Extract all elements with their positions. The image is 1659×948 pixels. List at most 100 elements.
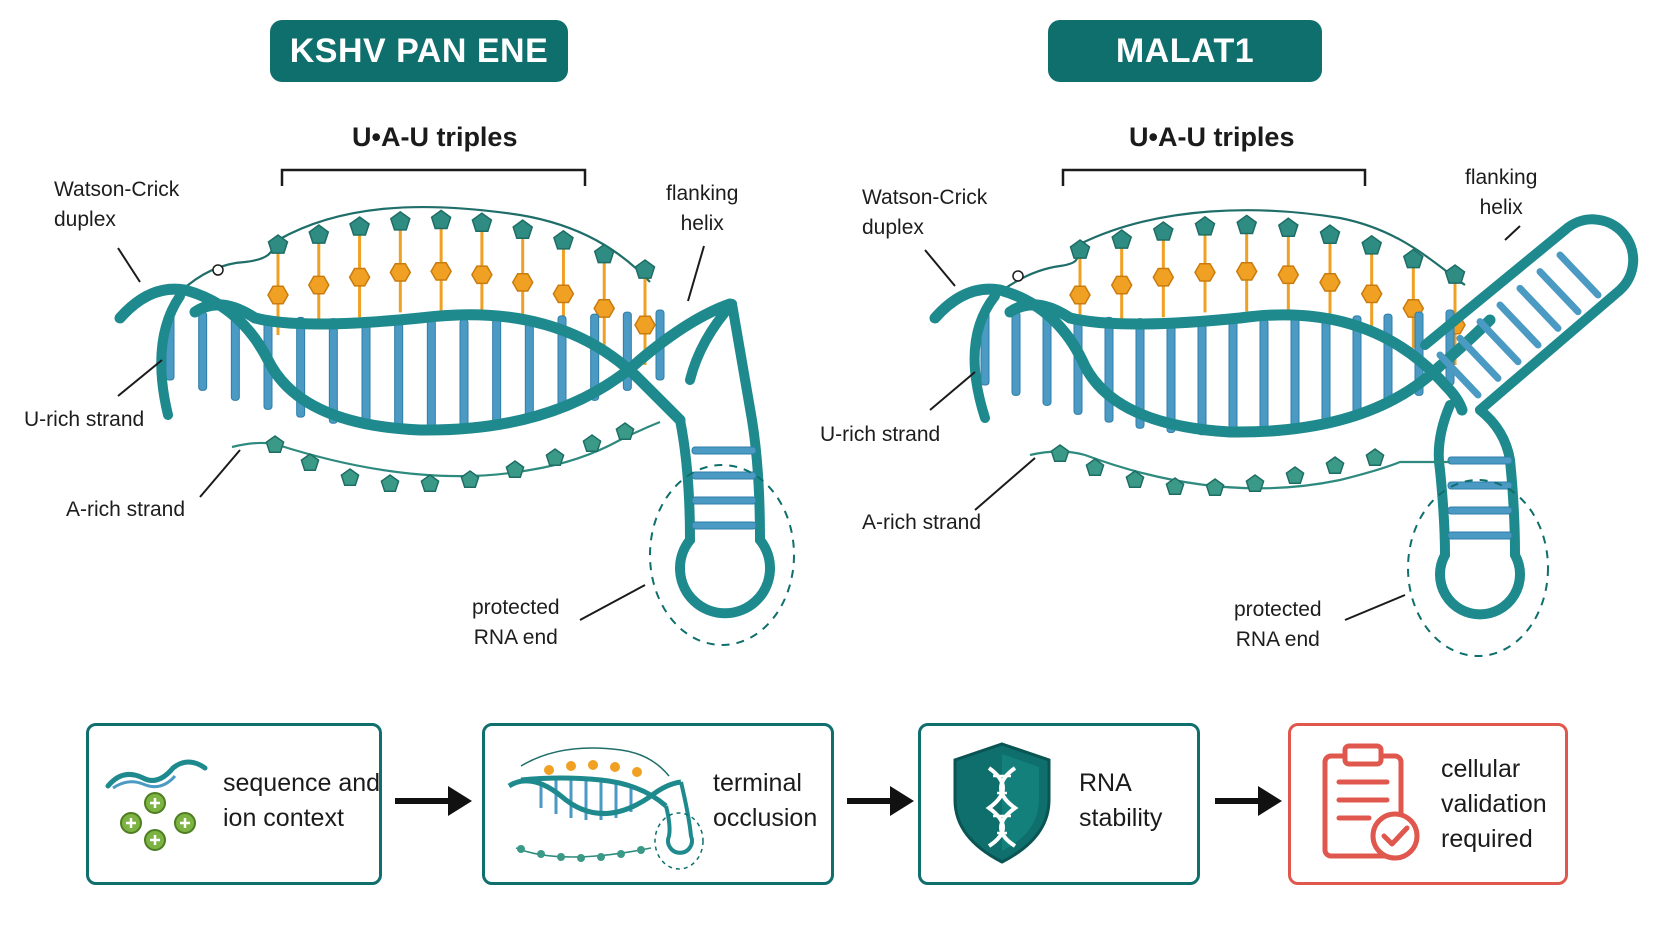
triple-base xyxy=(267,285,289,305)
nucleotide-bead xyxy=(615,422,635,441)
nucleotide-bead xyxy=(512,219,534,239)
panel-title-kshv: KSHV PAN ENE xyxy=(270,20,568,82)
nucleotide-bead xyxy=(1194,215,1216,236)
flow-arrow xyxy=(1215,786,1282,816)
triple-base xyxy=(1235,261,1258,281)
flow-arrow xyxy=(847,786,914,816)
u-rich-backbone xyxy=(929,283,1496,438)
nucleotide-bead xyxy=(593,243,615,264)
triple-base xyxy=(307,275,330,295)
a-rich-label: A-rich strand xyxy=(862,511,982,534)
triple-helix-icon xyxy=(507,747,704,870)
u-rich-label: U-rich strand xyxy=(24,408,145,431)
triple-base xyxy=(1069,285,1091,305)
hoogsteen-strand xyxy=(999,209,1466,293)
nucleotide-bead xyxy=(265,435,285,454)
stem-loop xyxy=(1433,400,1525,620)
triple-base xyxy=(1360,284,1383,304)
nucleotide-bead xyxy=(460,470,480,489)
clipboard-check-icon xyxy=(1322,743,1420,861)
nucleotide-bead xyxy=(553,229,574,250)
nucleotide-bead xyxy=(380,474,400,493)
dna-shield-icon xyxy=(953,742,1051,864)
panel-title-malat1: MALAT1 xyxy=(1048,20,1322,82)
nucleotide-bead xyxy=(308,224,330,244)
nucleotide-bead xyxy=(505,460,525,479)
nucleotide-bead xyxy=(1325,456,1345,475)
nucleotide-bead xyxy=(1402,248,1424,269)
nucleotide-bead xyxy=(1152,221,1174,241)
stem-loop xyxy=(675,299,775,619)
nucleotide-bead xyxy=(1111,229,1133,249)
nucleotide-bead xyxy=(1125,470,1145,489)
nucleotide-bead xyxy=(300,453,320,472)
triple-base xyxy=(430,261,452,281)
nucleotide-bead xyxy=(1361,234,1383,255)
triple-base xyxy=(471,265,493,285)
triple-base xyxy=(634,315,656,335)
nucleotide-bead xyxy=(1069,239,1091,259)
nucleotide-bead xyxy=(1277,217,1299,238)
nucleotide-bead xyxy=(1444,264,1466,284)
a-rich-label: A-rich strand xyxy=(66,498,186,521)
u-rich-label: U-rich strand xyxy=(820,423,941,446)
triples-label: U•A-U triples xyxy=(1129,122,1295,152)
nucleotide-bead xyxy=(634,259,656,279)
nucleotide-bead xyxy=(1050,444,1070,463)
triple-base xyxy=(1110,275,1133,295)
nucleotide-bead xyxy=(471,212,493,233)
triple-base xyxy=(1152,267,1175,287)
flanking-helix xyxy=(1420,214,1639,415)
triple-base xyxy=(1319,272,1341,292)
nucleotide-bead xyxy=(1285,466,1305,485)
nucleotide-bead xyxy=(1165,477,1185,496)
u-rich-backbone xyxy=(114,283,736,436)
triple-base xyxy=(552,284,575,304)
triples-bracket xyxy=(1061,168,1367,186)
triple-base xyxy=(511,272,534,292)
a-rich-backbone xyxy=(1004,299,1468,416)
nucleotide-bead xyxy=(1245,474,1265,493)
nucleotide-bead xyxy=(267,234,289,254)
triple-base xyxy=(348,267,371,287)
nucleotide-bead xyxy=(1236,214,1258,235)
triples-bracket xyxy=(280,168,587,186)
triple-base xyxy=(1194,262,1216,282)
nucleotide-bead xyxy=(1365,448,1385,467)
nucleotide-bead xyxy=(430,209,452,230)
triple-base xyxy=(1277,265,1300,285)
flow-arrow xyxy=(395,786,472,816)
nucleotide-bead xyxy=(340,468,360,487)
nucleotide-bead xyxy=(1319,224,1341,244)
protected-end-circle xyxy=(649,464,795,646)
triple-base xyxy=(593,299,616,318)
rna-ions-icon xyxy=(105,759,208,851)
nucleotide-bead xyxy=(420,474,440,493)
hoogsteen-strand xyxy=(179,205,651,293)
a-rich-backbone xyxy=(189,299,686,426)
triples-label: U•A-U triples xyxy=(352,122,518,152)
malat1-structure xyxy=(924,168,1639,657)
triple-base xyxy=(389,262,412,282)
nucleotide-bead xyxy=(1085,458,1105,477)
nucleotide-bead xyxy=(582,434,602,453)
protected-end-circle xyxy=(1407,479,1549,657)
kshv-structure xyxy=(114,168,795,646)
nucleotide-bead xyxy=(349,216,370,236)
nucleotide-bead xyxy=(389,210,411,231)
